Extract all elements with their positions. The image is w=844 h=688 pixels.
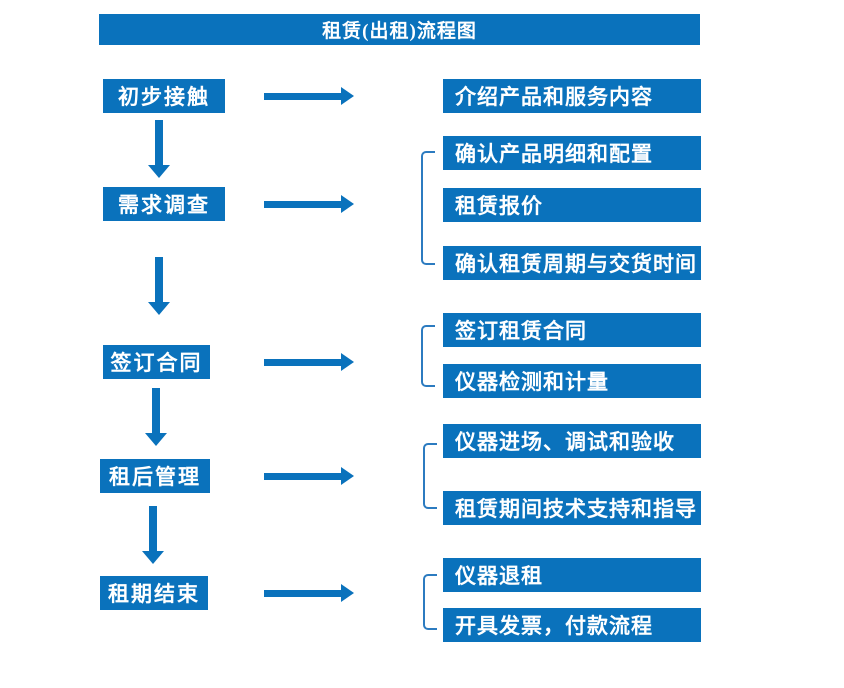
- detail-box: 开具发票，付款流程: [443, 608, 701, 642]
- detail-box: 租赁报价: [443, 188, 701, 222]
- step-box-rental-end: 租期结束: [100, 576, 208, 610]
- step-box-sign-contract: 签订合同: [103, 345, 210, 379]
- down-arrow-icon: [148, 120, 170, 178]
- step-box-initial-contact: 初步接触: [103, 79, 225, 113]
- step-box-demand-survey: 需求调查: [103, 187, 225, 221]
- detail-box: 确认产品明细和配置: [443, 136, 701, 170]
- right-arrow-icon: [264, 87, 354, 105]
- detail-box: 签订租赁合同: [443, 313, 701, 347]
- group-bracket: [423, 443, 437, 509]
- page-title: 租赁(出租)流程图: [99, 14, 700, 45]
- group-bracket: [421, 151, 435, 265]
- right-arrow-icon: [264, 467, 354, 485]
- detail-box: 租赁期间技术支持和指导: [443, 491, 701, 525]
- down-arrow-icon: [145, 388, 167, 446]
- group-bracket: [421, 325, 435, 387]
- right-arrow-icon: [264, 353, 354, 371]
- detail-box: 仪器退租: [443, 558, 701, 592]
- detail-box: 介绍产品和服务内容: [443, 79, 701, 113]
- group-bracket: [423, 574, 437, 630]
- right-arrow-icon: [264, 584, 354, 602]
- right-arrow-icon: [264, 195, 354, 213]
- step-box-post-rental: 租后管理: [100, 459, 210, 493]
- detail-box: 仪器进场、调试和验收: [443, 424, 701, 458]
- down-arrow-icon: [142, 506, 164, 564]
- detail-box: 仪器检测和计量: [443, 364, 701, 398]
- down-arrow-icon: [148, 257, 170, 315]
- detail-box: 确认租赁周期与交货时间: [443, 246, 701, 280]
